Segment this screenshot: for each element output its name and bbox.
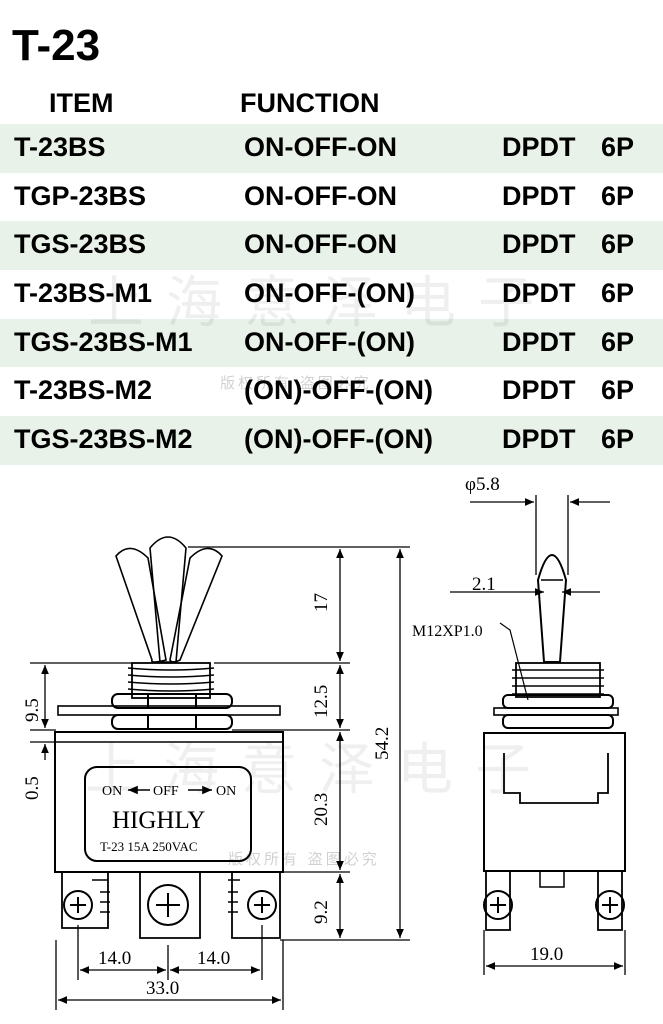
dim-pitch-left: 14.0	[98, 948, 131, 969]
dim-lever-height: 17	[311, 593, 332, 612]
pins-cell: 6P	[601, 278, 635, 309]
table-row: T-23BS ON-OFF-ON DPDT 6P	[0, 124, 663, 173]
pole-cell: DPDT	[502, 375, 576, 406]
side-dimensions	[450, 495, 626, 975]
label-on-left: ON	[102, 784, 122, 799]
page-title: T-23	[12, 21, 101, 70]
table-row: T-23BS-M1 ON-OFF-(ON) DPDT 6P	[0, 270, 663, 319]
nut	[111, 714, 233, 730]
function-cell: ON-OFF-(ON)	[244, 278, 415, 309]
label-brand: HIGHLY	[112, 807, 205, 834]
dim-left-top: 9.5	[22, 698, 43, 722]
table-row: T-23BS-M2 (ON)-OFF-(ON) DPDT 6P	[0, 367, 663, 416]
item-cell: TGP-23BS	[14, 180, 147, 211]
model-table: T-23BS ON-OFF-ON DPDT 6P TGP-23BS ON-OFF…	[0, 124, 663, 465]
item-cell: T-23BS	[14, 132, 106, 162]
pins-cell: 6P	[601, 375, 635, 406]
watermark-notice: 版权所有 盗图必究	[220, 374, 372, 392]
front-view: ON OFF ON HIGHLY T-23 15A 250VAC	[54, 536, 284, 939]
side-bushing	[515, 662, 601, 698]
item-cell: TGS-23BS	[14, 229, 147, 260]
table-row: TGS-23BS ON-OFF-ON DPDT 6P	[0, 221, 663, 271]
bushing	[131, 662, 211, 699]
label-off: OFF	[153, 784, 179, 799]
dim-width: 33.0	[146, 978, 179, 999]
dim-tip-diameter: φ5.8	[465, 474, 500, 495]
side-lever	[536, 554, 568, 663]
function-cell: (ON)-OFF-(ON)	[244, 424, 433, 455]
label-on-right: ON	[216, 784, 236, 799]
dim-terminal-height: 9.2	[311, 900, 332, 924]
function-cell: ON-OFF-ON	[244, 132, 397, 162]
lever-center-outline	[149, 536, 187, 663]
table-row: TGP-23BS ON-OFF-ON DPDT 6P	[0, 173, 663, 222]
dim-body-height: 20.3	[311, 793, 332, 826]
terminals	[61, 872, 281, 939]
pins-cell: 6P	[601, 132, 635, 162]
pins-cell: 6P	[601, 180, 635, 211]
item-cell: T-23BS-M2	[14, 375, 153, 406]
dim-lever-width: 2.1	[472, 574, 496, 595]
lever-right-outline	[169, 547, 223, 663]
side-view	[483, 554, 626, 931]
side-body	[483, 732, 626, 872]
switch-body	[54, 731, 284, 873]
pole-cell: DPDT	[502, 132, 576, 162]
item-cell: TGS-23BS-M2	[14, 424, 193, 455]
dim-side-width: 19.0	[530, 944, 563, 965]
dim-thread: M12XP1.0	[412, 623, 483, 640]
pole-cell: DPDT	[502, 326, 576, 357]
pole-cell: DPDT	[502, 424, 576, 455]
label-rating: T-23 15A 250VAC	[100, 839, 198, 854]
technical-drawing: ON OFF ON HIGHLY T-23 15A 250VAC	[22, 474, 626, 1010]
column-header-item: ITEM	[49, 88, 114, 118]
column-header-function: FUNCTION	[240, 88, 380, 118]
dim-pitch-right: 14.0	[197, 948, 230, 969]
pole-cell: DPDT	[502, 278, 576, 309]
table-row: TGS-23BS-M1 ON-OFF-(ON) DPDT 6P	[0, 318, 663, 368]
item-cell: TGS-23BS-M1	[14, 326, 193, 357]
pole-cell: DPDT	[502, 180, 576, 211]
table-row: TGS-23BS-M2 (ON)-OFF-(ON) DPDT 6P	[0, 416, 663, 465]
function-cell: ON-OFF-(ON)	[244, 326, 415, 357]
item-cell: T-23BS-M1	[14, 278, 153, 309]
dim-left-gap: 0.5	[22, 776, 43, 800]
label-plate	[84, 766, 252, 862]
front-dimensions	[30, 546, 410, 1010]
function-cell: ON-OFF-ON	[244, 180, 397, 211]
function-cell: ON-OFF-ON	[244, 229, 397, 260]
dim-total-height: 54.2	[372, 727, 393, 760]
nut	[111, 693, 233, 709]
pole-cell: DPDT	[502, 229, 576, 260]
pins-cell: 6P	[601, 326, 635, 357]
pins-cell: 6P	[601, 424, 635, 455]
function-cell: (ON)-OFF-(ON)	[244, 375, 433, 406]
pins-cell: 6P	[601, 229, 635, 260]
lever-left-outline	[115, 547, 167, 663]
dim-bushing-height: 12.5	[311, 685, 332, 718]
